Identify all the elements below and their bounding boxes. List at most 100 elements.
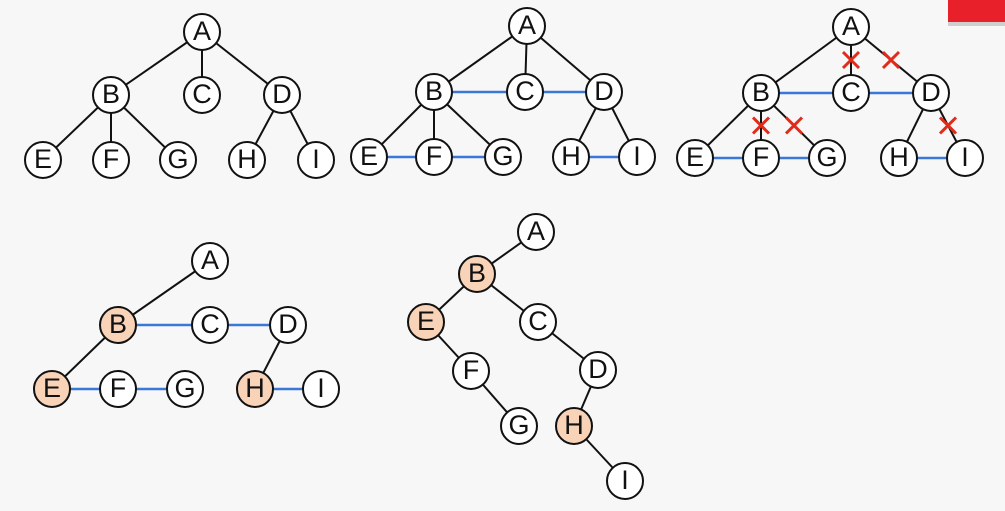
node-label: B [425, 76, 443, 106]
node-a: A [832, 8, 870, 46]
node-circle [263, 76, 301, 114]
cut-mark-icon [751, 116, 771, 135]
node-i: I [946, 139, 984, 177]
node-circle [508, 7, 546, 45]
node-circle [912, 74, 950, 112]
node-g: G [500, 407, 538, 445]
node-g: G [166, 370, 204, 408]
node-circle [458, 255, 496, 293]
node-c: C [519, 303, 557, 341]
node-circle [350, 138, 388, 176]
node-circle [618, 138, 656, 176]
node-label: H [889, 142, 909, 172]
node-c: C [191, 306, 229, 344]
node-circle [517, 213, 555, 251]
node-circle [183, 76, 221, 114]
cut-mark-icon [881, 50, 901, 70]
node-d: D [579, 351, 617, 389]
node-a: A [191, 242, 229, 280]
cut-stroke [751, 116, 771, 135]
node-b: B [99, 306, 137, 344]
node-d: D [263, 76, 301, 114]
node-label: E [686, 142, 704, 172]
node-label: F [103, 144, 120, 174]
node-label: D [272, 79, 292, 109]
node-label: D [921, 77, 941, 107]
node-circle [302, 370, 340, 408]
node-label: D [588, 354, 608, 384]
node-circle [297, 141, 335, 179]
node-circle [166, 370, 204, 408]
node-h: H [236, 370, 274, 408]
node-h: H [555, 407, 593, 445]
node-h: H [552, 138, 590, 176]
node-b: B [92, 76, 130, 114]
node-label: H [564, 410, 584, 440]
node-circle [946, 139, 984, 177]
cut-mark-icon [841, 50, 861, 70]
node-label: B [102, 79, 120, 109]
node-d: D [585, 73, 623, 111]
node-circle [24, 141, 62, 179]
node-label: I [312, 144, 320, 174]
node-label: I [621, 465, 629, 495]
node-f: F [99, 370, 137, 408]
node-circle [191, 242, 229, 280]
node-circle [832, 8, 870, 46]
node-i: I [606, 462, 644, 500]
node-circle [742, 139, 780, 177]
node-label: A [842, 11, 860, 41]
corner-badge [948, 0, 1005, 22]
node-label: I [961, 142, 969, 172]
node-circle [228, 141, 266, 179]
edges-removed-cuts [751, 50, 958, 135]
node-d: D [269, 306, 307, 344]
node-circle [269, 306, 307, 344]
corner-badge-shadow [948, 22, 1005, 26]
node-circle [579, 351, 617, 389]
node-circle [407, 303, 445, 341]
node-label: H [237, 144, 257, 174]
original-tree-nodes: A B C D E F G H I [24, 13, 335, 179]
node-label: C [515, 76, 535, 106]
node-circle [506, 73, 544, 111]
node-label: E [360, 141, 378, 171]
node-label: E [417, 306, 435, 336]
node-circle [452, 352, 490, 390]
node-label: G [174, 373, 195, 403]
node-i: I [297, 141, 335, 179]
node-label: F [463, 355, 480, 385]
node-circle [183, 13, 221, 51]
node-label: E [43, 373, 61, 403]
node-i: I [302, 370, 340, 408]
node-circle [236, 370, 274, 408]
node-label: C [192, 79, 212, 109]
cut-stroke [881, 50, 901, 70]
node-e: E [407, 303, 445, 341]
node-label: G [167, 144, 188, 174]
node-circle [159, 141, 197, 179]
node-label: C [200, 309, 220, 339]
node-f: F [415, 138, 453, 176]
node-circle [585, 73, 623, 111]
node-label: D [594, 76, 614, 106]
node-label: C [841, 77, 861, 107]
node-e: E [350, 138, 388, 176]
node-h: H [880, 139, 918, 177]
cut-stroke [841, 50, 861, 70]
node-label: A [193, 16, 211, 46]
node-h: H [228, 141, 266, 179]
node-circle [832, 74, 870, 112]
node-label: E [34, 144, 52, 174]
node-b: B [458, 255, 496, 293]
node-circle [92, 141, 130, 179]
node-label: F [110, 373, 127, 403]
node-circle [552, 138, 590, 176]
node-label: G [492, 141, 513, 171]
node-label: A [527, 216, 545, 246]
